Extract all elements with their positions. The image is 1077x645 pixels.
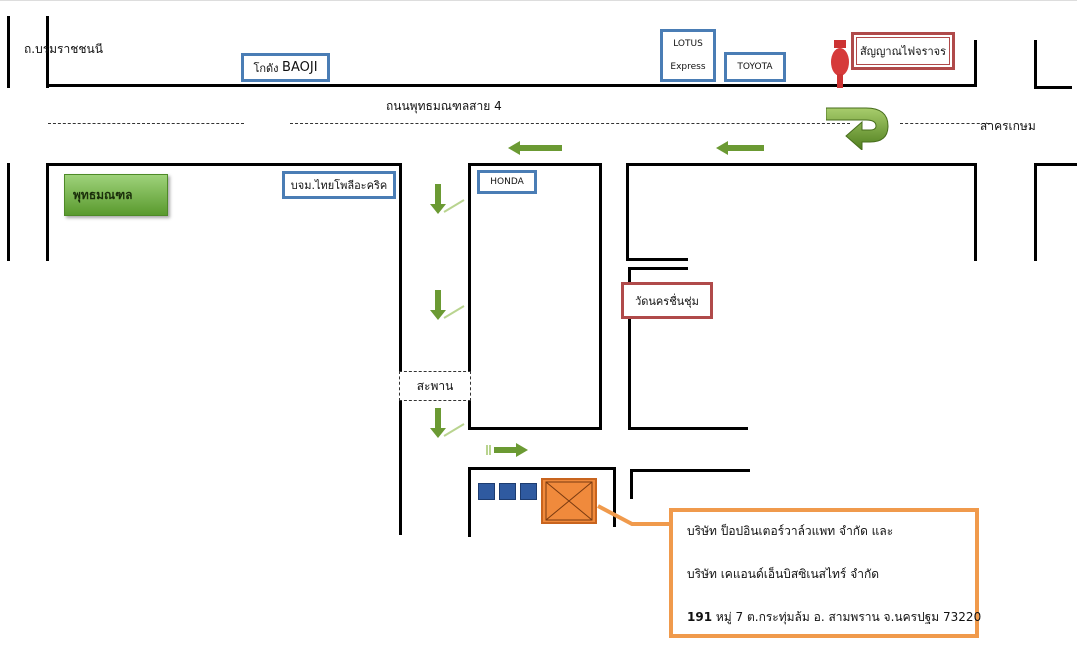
- road-label-sakhon: สาครเกษม: [980, 119, 1036, 133]
- center-dash-right: [900, 123, 990, 124]
- lower-road-top-left: [46, 163, 402, 166]
- traffic-light-icon: [831, 40, 849, 88]
- right-block-top: [626, 163, 977, 166]
- baoji-prefix: โกดัง: [253, 61, 279, 75]
- upper-road-bottom-edge: [46, 84, 976, 87]
- dest-block-right: [613, 467, 616, 527]
- company-line2: บริษัท เคแอนด์เอ็นบิสซิเนสไทร์ จำกัด: [687, 567, 880, 581]
- down-arrow-icon-3: [430, 408, 465, 438]
- right-arrow-icon: [486, 443, 528, 457]
- down-arrow-icon: [430, 184, 465, 214]
- landmark-baoji: โกดัง BAOJI: [241, 53, 330, 82]
- right-corner-vertical: [1034, 163, 1037, 261]
- wat-block-bottom: [628, 427, 748, 430]
- wat-lane-top: [626, 258, 688, 261]
- bridge-label: สะพาน: [416, 378, 454, 393]
- soi-left-vertical: [399, 163, 402, 535]
- building-square: [478, 483, 495, 500]
- center-dash-left: [48, 123, 244, 124]
- right-lower-top: [630, 469, 750, 472]
- wat-lane-bottom: [628, 267, 688, 270]
- road-label-phutthamonthon4: ถนนพุทธมณฑลสาย 4: [386, 99, 502, 113]
- landmark-thai-polyacrylic: บจม.ไทยโพลีอะคริค: [282, 171, 396, 199]
- baoji-name: BAOJI: [282, 60, 318, 75]
- u-turn-arrow-icon: [826, 107, 889, 150]
- honda-label: HONDA: [490, 177, 524, 187]
- honda-block-bottom: [468, 427, 602, 430]
- address-rest: หมู่ 7 ต.กระทุ่มล้ม อ. สามพราน จ.นครปฐม …: [712, 610, 982, 624]
- right-lower-left: [630, 469, 633, 499]
- left-arrow-icon: [508, 141, 562, 155]
- bridge: สะพาน: [399, 371, 471, 401]
- right-corner-top: [1034, 163, 1077, 166]
- landmark-toyota: TOYOTA: [724, 52, 786, 82]
- destination-marker-icon: [541, 478, 597, 524]
- right-block-left-upper: [626, 163, 629, 261]
- down-arrow-icon-2: [430, 290, 465, 320]
- block-left-vertical: [46, 163, 49, 261]
- landmark-phutthamonthon: พุทธมณฑล: [64, 174, 168, 216]
- company-info-box: บริษัท ป็อปอินเตอร์วาล์วแพท จำกัด และ บร…: [669, 508, 981, 638]
- connector-line: [597, 504, 670, 526]
- wat-block-left: [628, 267, 631, 430]
- road-label-borom: ถ.บรมราชชนนี: [24, 42, 103, 56]
- building-square: [499, 483, 516, 500]
- center-dash-mid: [290, 123, 850, 124]
- landmark-wat: วัดนครชื่นชุ่ม: [621, 282, 713, 319]
- corner-right-vertical: [1034, 40, 1037, 88]
- upper-road-right-edge: [974, 40, 977, 87]
- phutthamonthon-label: พุทธมณฑล: [73, 187, 133, 202]
- company-address: 191 หมู่ 7 ต.กระทุ่มล้ม อ. สามพราน จ.นคร…: [687, 608, 981, 627]
- dest-block-top: [468, 467, 616, 470]
- far-left-edge-bottom: [7, 163, 10, 261]
- left-arrow-icon-2: [716, 141, 764, 155]
- honda-block-left: [468, 163, 471, 430]
- honda-block-top: [468, 163, 602, 166]
- company-line1: บริษัท ป็อปอินเตอร์วาล์วแพท จำกัด และ: [687, 524, 894, 538]
- dest-block-left: [468, 467, 471, 537]
- toyota-label: TOYOTA: [737, 62, 773, 72]
- lotus-line1: LOTUS: [673, 38, 703, 49]
- honda-block-right: [599, 163, 602, 430]
- landmark-honda: HONDA: [477, 170, 537, 194]
- far-left-edge-top: [7, 16, 10, 88]
- right-block-right: [974, 163, 977, 261]
- thai-polyacrylic-label: บจม.ไทยโพลีอะคริค: [290, 179, 388, 192]
- building-square: [520, 483, 537, 500]
- top-border: [0, 0, 1077, 1]
- landmark-lotus: LOTUS Express: [660, 29, 716, 82]
- landmark-traffic-light: สัญญาณไฟจราจร: [851, 32, 955, 70]
- upper-road-left-edge: [46, 16, 49, 88]
- traffic-light-label: สัญญาณไฟจราจร: [859, 45, 947, 58]
- lotus-line2: Express: [670, 62, 706, 73]
- wat-label: วัดนครชื่นชุ่ม: [635, 294, 699, 308]
- corner-right-horizontal: [1034, 86, 1072, 89]
- address-number: 191: [687, 610, 713, 624]
